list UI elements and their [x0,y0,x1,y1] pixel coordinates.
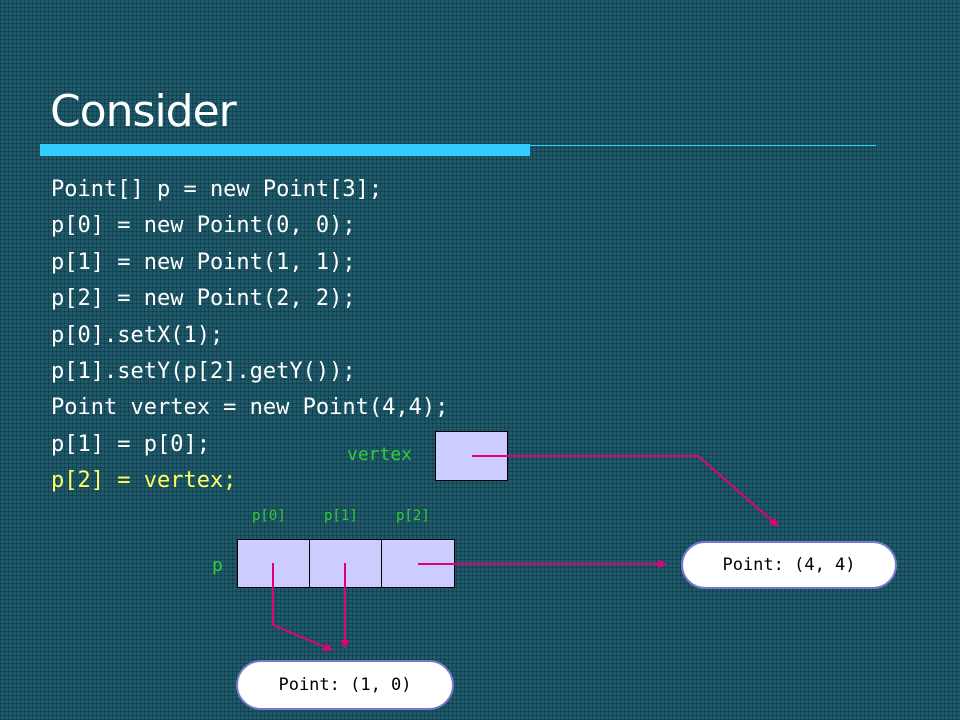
code-line-5: p[0].setX(1); [51,322,224,348]
code-line-1: Point[] p = new Point[3]; [51,177,383,202]
slide-title: Consider [50,86,237,137]
title-underline-bar [40,144,530,156]
index-label-p2: p[2] [396,508,430,524]
code-line-7: Point vertex = new Point(4,4); [51,395,449,421]
array-cell-0 [237,539,310,588]
index-label-p0: p[0] [252,508,286,524]
code-line-4: p[2] = new Point(2, 2); [51,286,356,312]
vertex-label: vertex [347,444,413,465]
code-line-9-highlighted: p[2] = vertex; [51,468,237,494]
code-line-2: p[0] = new Point(0, 0); [51,213,356,239]
point-object-4-4: Point: (4, 4) [681,541,897,589]
vertex-cell [435,431,508,481]
arrow-vertex-to-point [472,455,779,527]
code-line-3: p[1] = new Point(1, 1); [51,249,356,275]
point-object-1-0: Point: (1, 0) [236,660,454,710]
array-cell-2 [381,539,455,588]
title-underline-line [530,145,876,146]
array-cell-1 [309,539,382,588]
array-label-p: p [212,555,223,576]
code-line-6: p[1].setY(p[2].getY()); [51,358,356,384]
index-label-p1: p[1] [324,508,358,524]
code-line-8: p[1] = p[0]; [51,431,210,457]
code-block: Point[] p = new Point[3]; p[0] = new Poi… [51,172,448,500]
